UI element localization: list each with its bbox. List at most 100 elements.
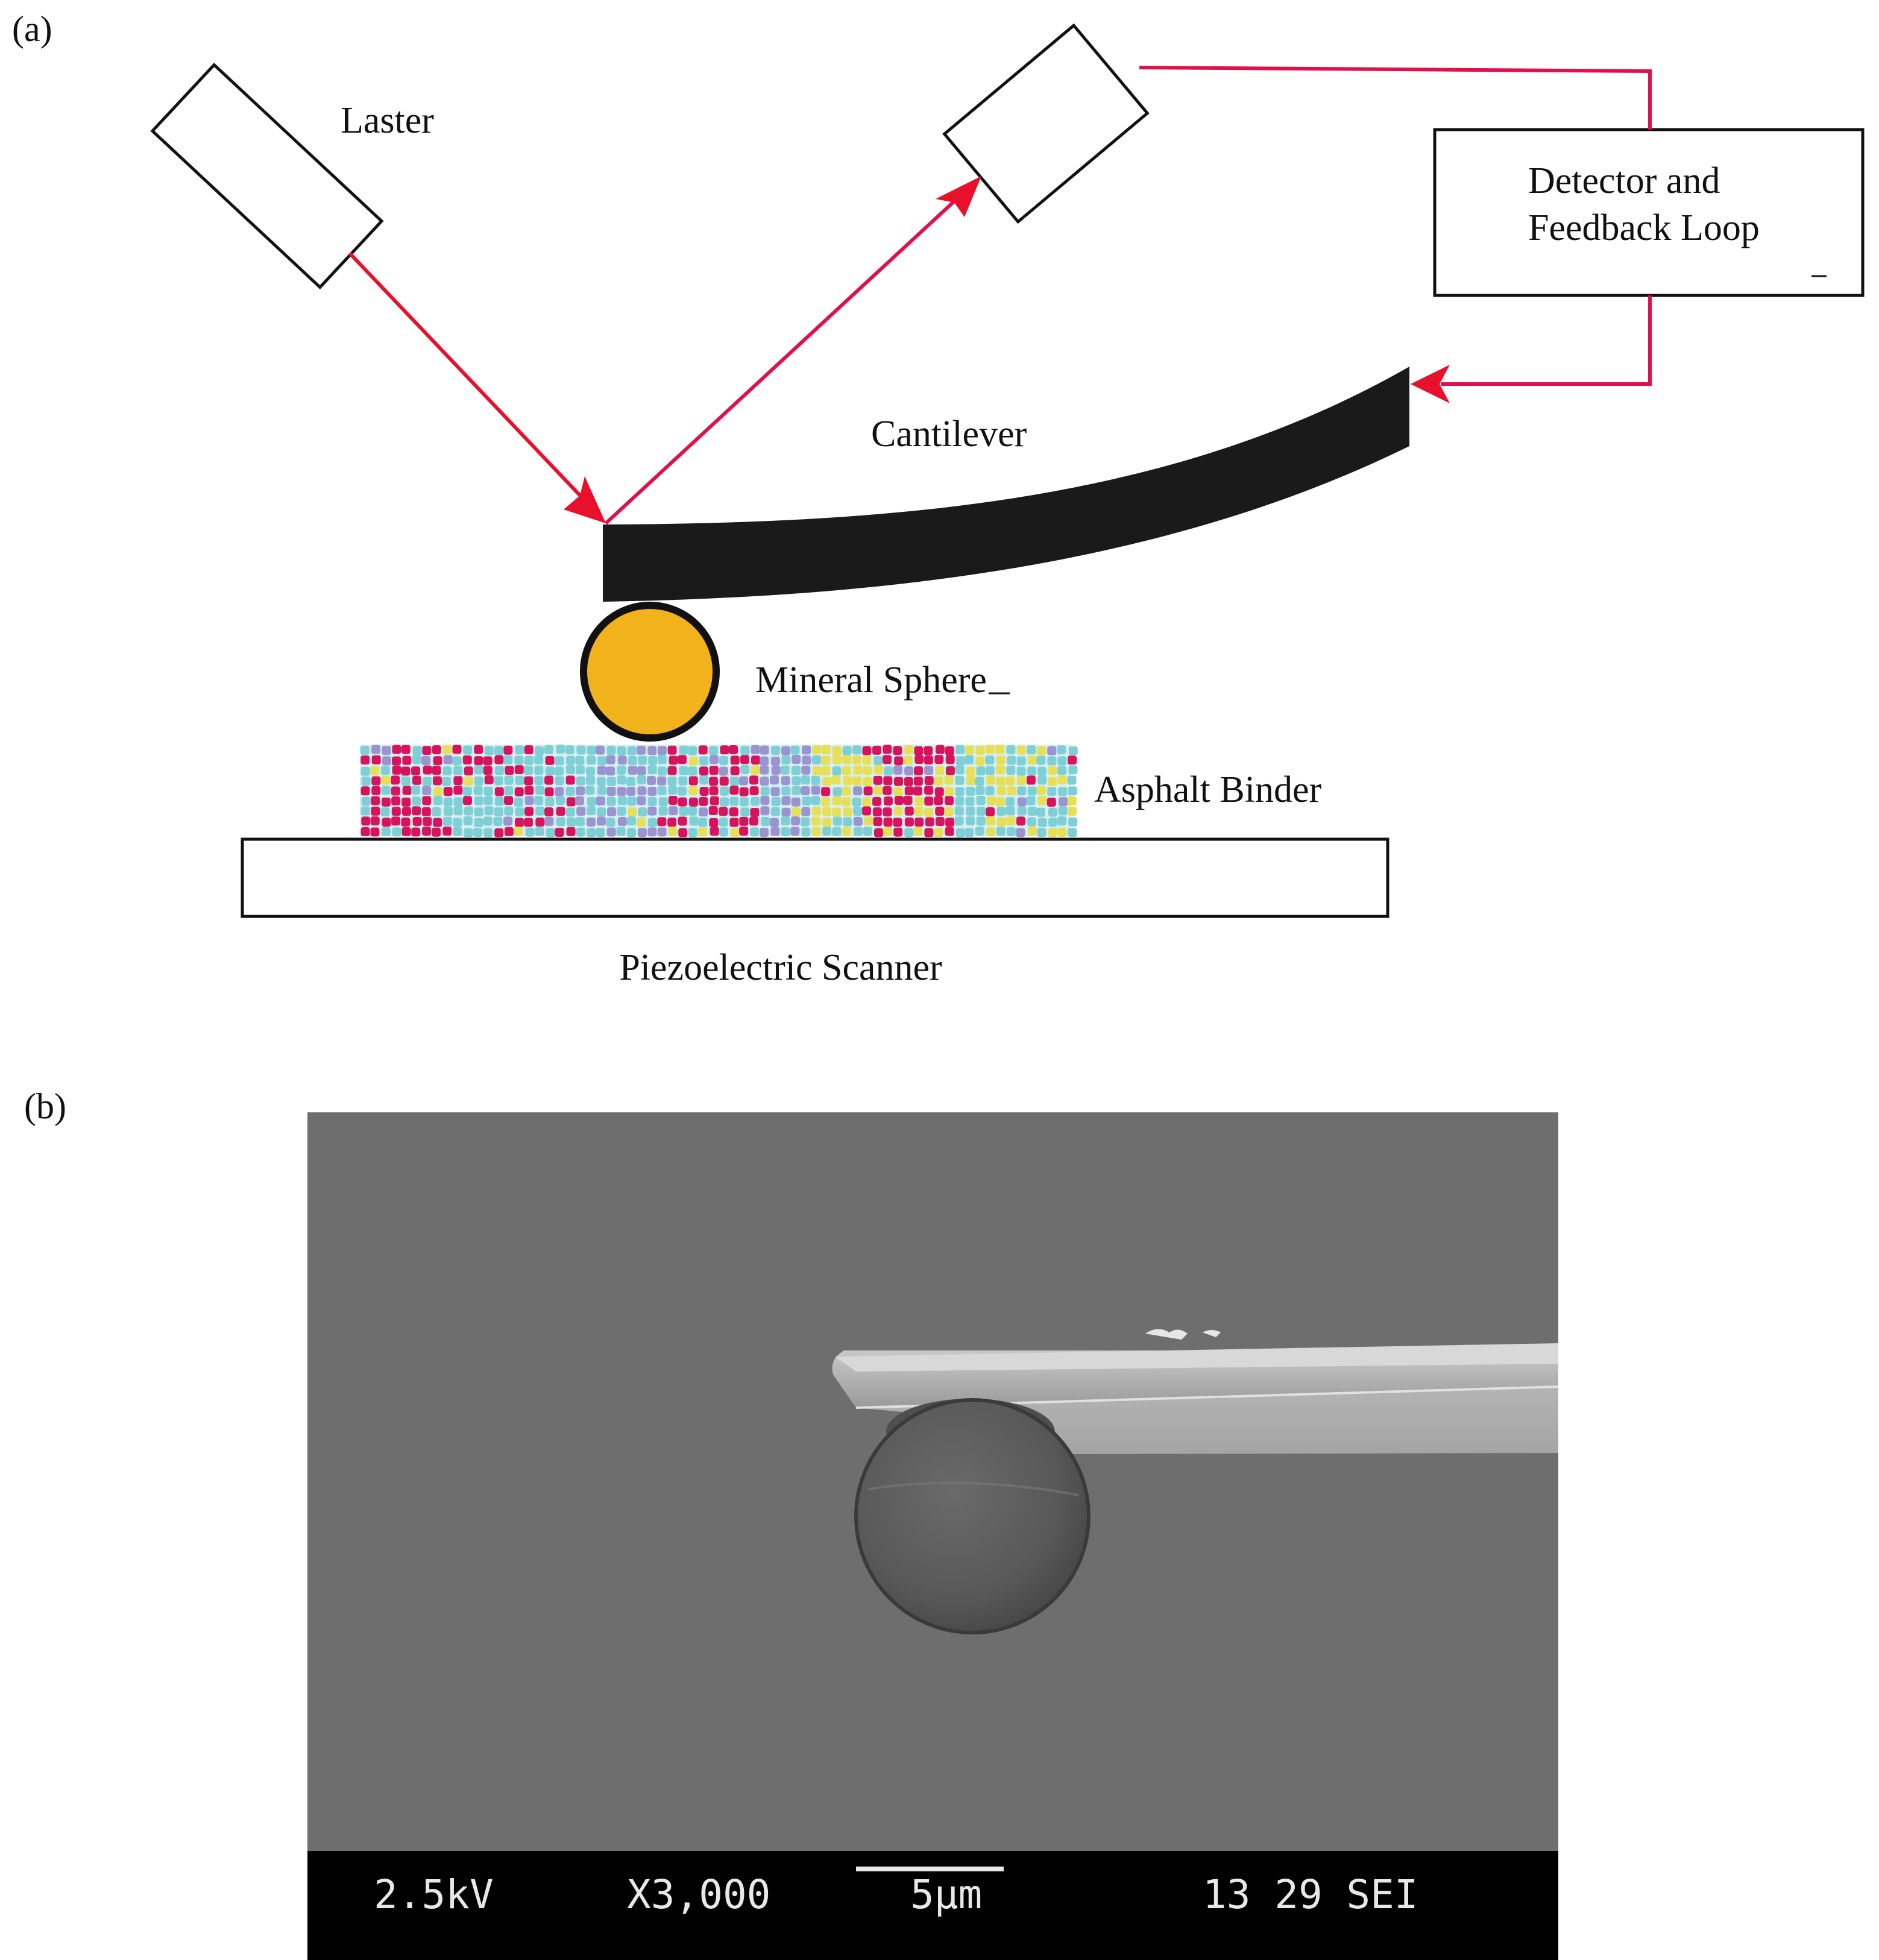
binder-molecule bbox=[474, 756, 483, 766]
binder-molecule bbox=[781, 796, 791, 805]
binder-molecule bbox=[1047, 777, 1057, 786]
binder-molecule bbox=[924, 807, 934, 817]
binder-molecule bbox=[801, 775, 810, 785]
binder-molecule bbox=[462, 786, 472, 796]
binder-molecule bbox=[648, 756, 658, 766]
binder-molecule bbox=[821, 766, 831, 776]
binder-molecule bbox=[421, 755, 431, 765]
binder-molecule bbox=[822, 827, 832, 836]
binder-molecule bbox=[976, 796, 986, 805]
binder-molecule bbox=[494, 828, 504, 837]
binder-molecule bbox=[822, 818, 832, 827]
binder-molecule bbox=[862, 755, 872, 765]
binder-molecule bbox=[708, 746, 718, 755]
binder-molecule bbox=[442, 827, 452, 836]
binder-molecule bbox=[688, 756, 698, 766]
binder-molecule bbox=[637, 818, 646, 827]
binder-molecule bbox=[699, 807, 708, 817]
binder-molecule bbox=[760, 828, 769, 837]
binder-molecule bbox=[893, 787, 903, 796]
binder-molecule bbox=[1047, 787, 1057, 796]
binder-molecule bbox=[996, 827, 1006, 836]
binder-molecule bbox=[699, 766, 708, 776]
binder-molecule bbox=[504, 786, 514, 796]
binder-molecule bbox=[443, 755, 453, 764]
binder-molecule bbox=[893, 806, 903, 816]
binder-molecule bbox=[925, 817, 934, 827]
binder-molecule bbox=[996, 765, 1006, 775]
binder-molecule bbox=[504, 796, 514, 805]
binder-molecule bbox=[740, 765, 750, 775]
binder-molecule bbox=[464, 766, 473, 776]
binder-molecule bbox=[862, 797, 872, 807]
binder-molecule bbox=[709, 818, 719, 827]
binder-molecule bbox=[770, 756, 780, 766]
binder-molecule bbox=[597, 756, 606, 766]
binder-molecule bbox=[545, 797, 555, 807]
binder-molecule bbox=[1057, 775, 1067, 785]
binder-molecule bbox=[586, 817, 596, 827]
binder-molecule bbox=[443, 797, 453, 807]
binder-molecule bbox=[483, 786, 493, 796]
binder-molecule bbox=[935, 766, 945, 775]
binder-molecule bbox=[565, 775, 575, 785]
binder-molecule bbox=[638, 755, 647, 765]
binder-molecule bbox=[381, 797, 391, 807]
binder-molecule bbox=[719, 766, 728, 776]
binder-molecule bbox=[863, 786, 873, 796]
binder-molecule bbox=[371, 745, 381, 754]
binder-molecule bbox=[474, 765, 483, 775]
binder-molecule bbox=[966, 806, 975, 816]
binder-molecule bbox=[524, 786, 534, 795]
binder-molecule bbox=[1068, 828, 1077, 837]
binder-molecule bbox=[524, 818, 533, 827]
binder-molecule bbox=[853, 786, 863, 796]
binder-molecule bbox=[719, 827, 729, 837]
binder-molecule bbox=[914, 806, 924, 816]
binder-molecule bbox=[1057, 828, 1067, 837]
binder-molecule bbox=[1006, 797, 1015, 807]
binder-molecule bbox=[780, 765, 790, 775]
binder-molecule bbox=[739, 816, 749, 826]
binder-molecule bbox=[432, 776, 442, 786]
binder-molecule bbox=[914, 766, 924, 776]
binder-molecule bbox=[1016, 816, 1026, 826]
binder-label: Asphalt Binder bbox=[1094, 769, 1321, 810]
binder-molecule bbox=[412, 775, 421, 785]
binder-molecule bbox=[792, 786, 801, 795]
binder-molecule bbox=[944, 787, 954, 796]
sem-micrograph: 2.5kV X3,000 5µm 13 29 SEI bbox=[307, 1112, 1559, 1960]
binder-molecule bbox=[371, 796, 380, 805]
binder-molecule bbox=[587, 797, 596, 807]
binder-molecule bbox=[391, 786, 400, 796]
binder-molecule bbox=[710, 796, 719, 805]
binder-molecule bbox=[976, 807, 986, 816]
binder-molecule bbox=[617, 775, 626, 785]
binder-molecule bbox=[739, 776, 749, 786]
binder-molecule bbox=[832, 787, 842, 796]
binder-molecule bbox=[411, 786, 421, 795]
binder-molecule bbox=[914, 746, 924, 755]
binder-molecule bbox=[760, 745, 769, 755]
binder-molecule bbox=[955, 745, 965, 754]
binder-molecule bbox=[360, 827, 370, 837]
binder-molecule bbox=[412, 755, 421, 764]
binder-molecule bbox=[443, 787, 453, 796]
binder-molecule bbox=[647, 796, 657, 806]
binder-molecule bbox=[720, 786, 729, 796]
binder-molecule bbox=[679, 766, 688, 775]
binder-molecule bbox=[473, 786, 483, 795]
binder-molecule bbox=[628, 807, 637, 817]
binder-molecule bbox=[433, 787, 442, 796]
binder-molecule bbox=[679, 807, 688, 816]
binder-molecule bbox=[811, 755, 821, 764]
binder-molecule bbox=[606, 787, 616, 796]
binder-molecule bbox=[781, 816, 790, 826]
binder-molecule bbox=[556, 807, 565, 816]
binder-molecule bbox=[637, 796, 646, 805]
binder-molecule bbox=[688, 776, 698, 786]
binder-molecule bbox=[832, 796, 842, 805]
binder-molecule bbox=[371, 806, 380, 816]
binder-molecule bbox=[996, 807, 1006, 816]
binder-molecule bbox=[514, 787, 524, 796]
